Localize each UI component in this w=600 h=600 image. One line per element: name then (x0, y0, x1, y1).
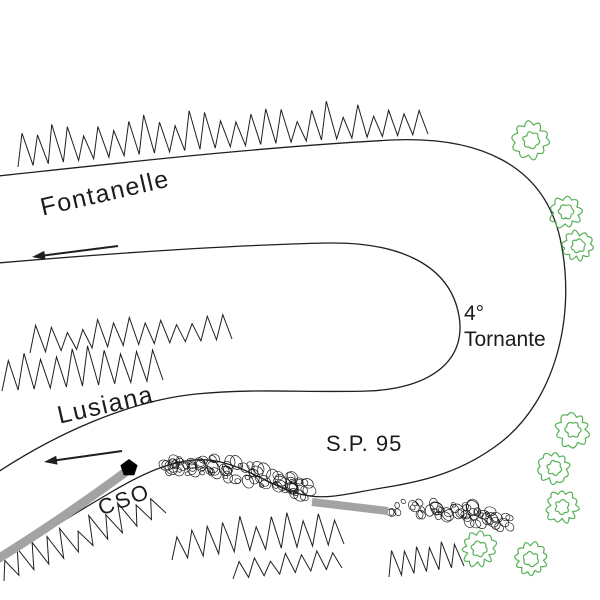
slope-hatching (1, 100, 465, 582)
label-hairpin-word: Tornante (464, 328, 546, 351)
road-inner-edge (0, 242, 461, 472)
lusiana-direction-arrow (44, 450, 123, 465)
tree-scribbles (461, 120, 594, 577)
guardrail-segments (0, 466, 389, 563)
direction-arrows (32, 245, 123, 465)
hedge-scribbles (158, 453, 515, 532)
fontanelle-direction-arrow (32, 245, 119, 260)
road-edges (0, 138, 567, 560)
label-hairpin-number: 4° (464, 302, 485, 325)
road-outer-edge (0, 138, 567, 560)
label-road-name: S.P. 95 (326, 431, 403, 456)
start-marker-pentagon (120, 459, 138, 476)
label-4th-hairpin: 4° Tornante (464, 301, 546, 353)
